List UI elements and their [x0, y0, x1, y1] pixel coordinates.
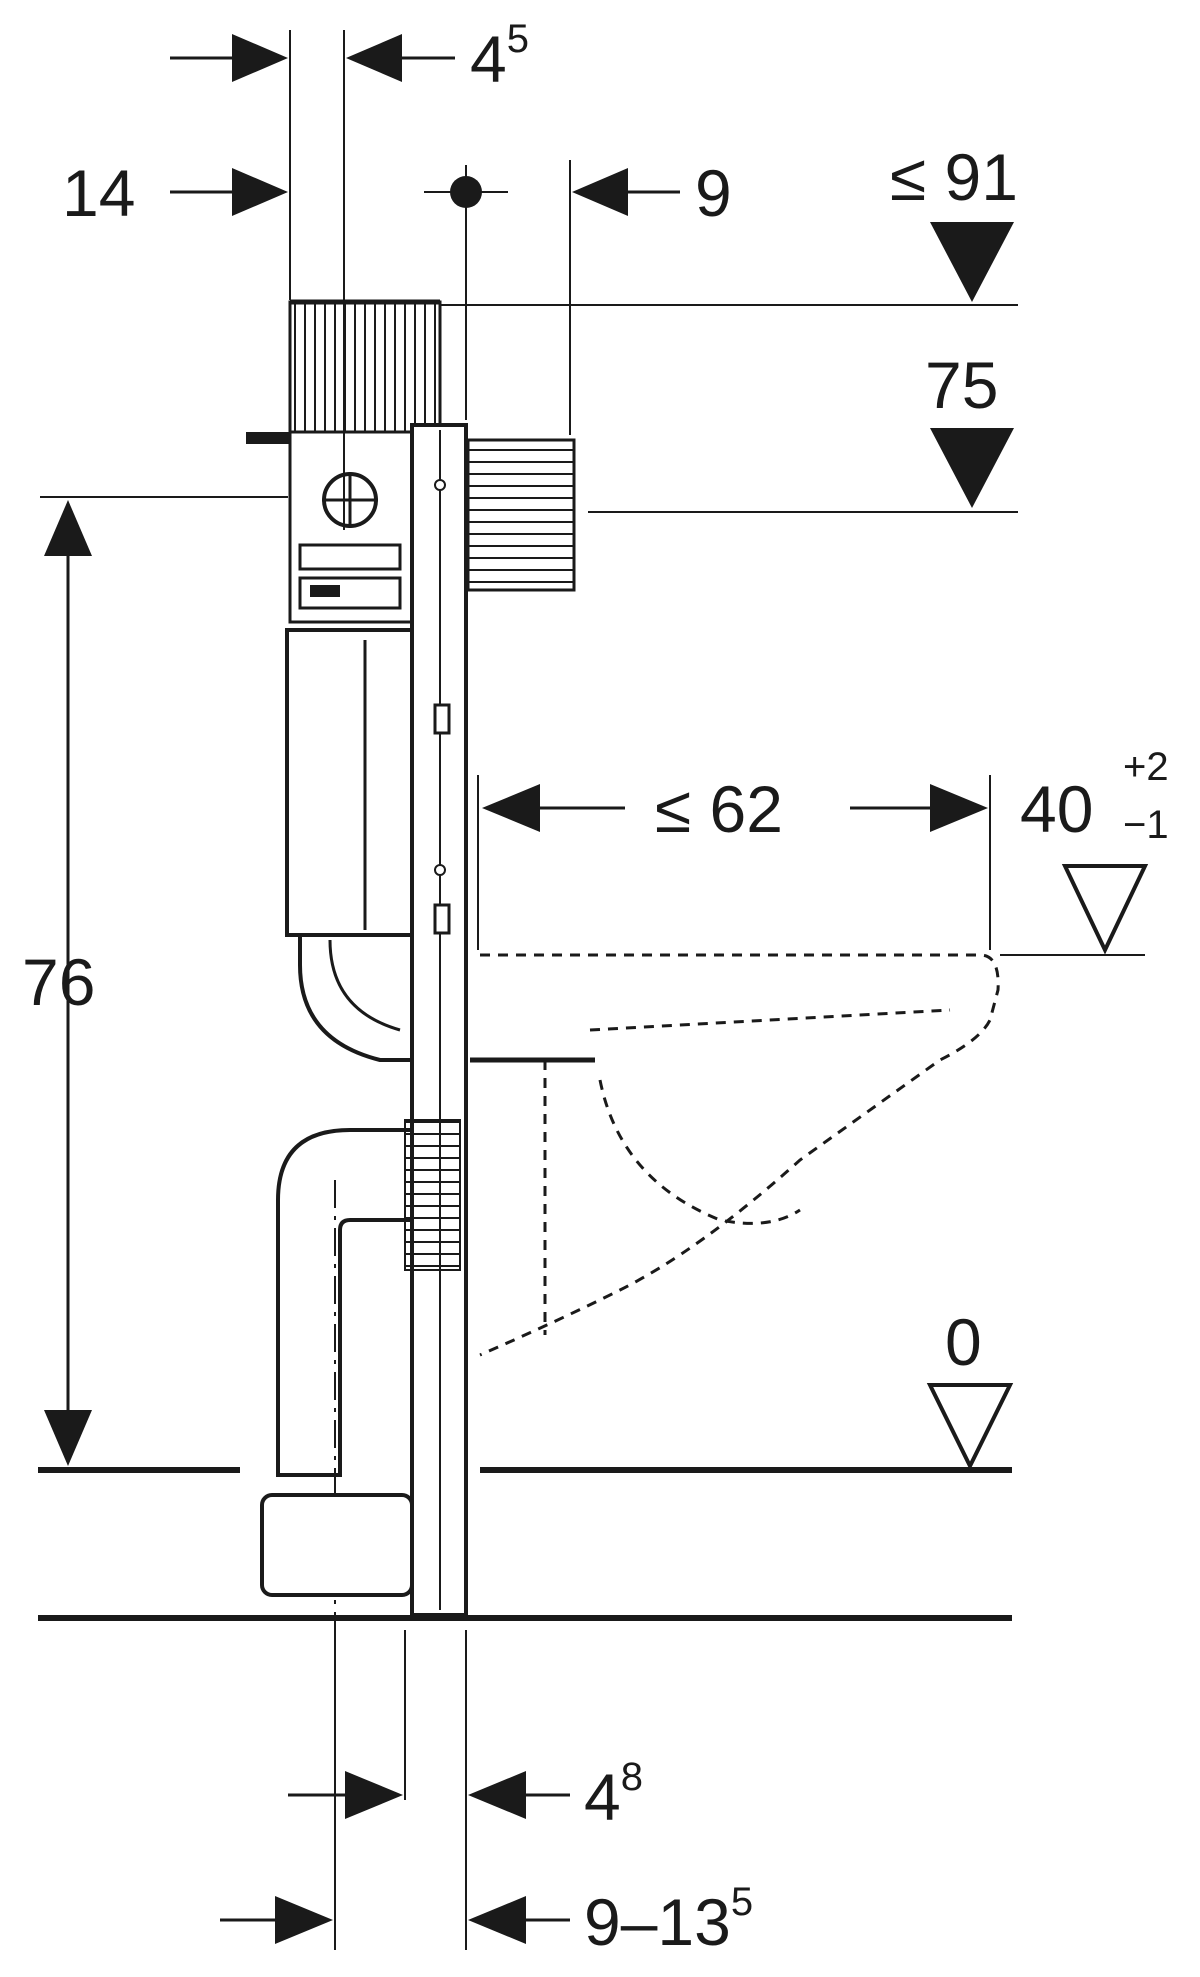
dim-40-label: 40 [1020, 772, 1093, 846]
floor-lines [38, 1467, 1012, 1621]
dim-76-label: 76 [22, 945, 95, 1019]
dim-0-label: 0 [945, 1305, 982, 1379]
dim-14-label: 14 [62, 156, 135, 230]
dimension-labels: 45 14 9 ≤ 91 75 76 ≤ 62 40 +2 −1 0 48 9–… [22, 17, 1169, 1959]
level-marker-75 [930, 428, 1014, 508]
waste-elbow [276, 1128, 414, 1477]
dim-le91-label: ≤ 91 [890, 140, 1018, 214]
dim-9-13-5-label: 9–135 [584, 1880, 753, 1959]
dim-40-sup: +2 [1123, 745, 1169, 789]
extension-lines [40, 30, 1145, 1950]
wc-pan-outline [479, 953, 1000, 1357]
dim-40-sub: −1 [1123, 803, 1169, 847]
cistern-top-block [288, 300, 442, 434]
dim-4-8-label: 48 [584, 1755, 643, 1834]
level-marker-0 [926, 1383, 1014, 1471]
dim-le62-label: ≤ 62 [655, 772, 783, 846]
dim-4-5-label: 45 [470, 17, 529, 96]
supply-block [466, 438, 576, 592]
level-marker-91 [930, 222, 1014, 302]
pan-connector [404, 1119, 461, 1271]
flush-bend [298, 933, 414, 1062]
dim-75-label: 75 [925, 348, 998, 422]
dim-9-label: 9 [695, 156, 732, 230]
dimension-arrows [44, 34, 1149, 1944]
level-marker-40 [1061, 864, 1149, 955]
floor-drain-box [260, 1493, 414, 1597]
installation-frame [246, 165, 595, 1640]
cistern-body [285, 628, 414, 937]
